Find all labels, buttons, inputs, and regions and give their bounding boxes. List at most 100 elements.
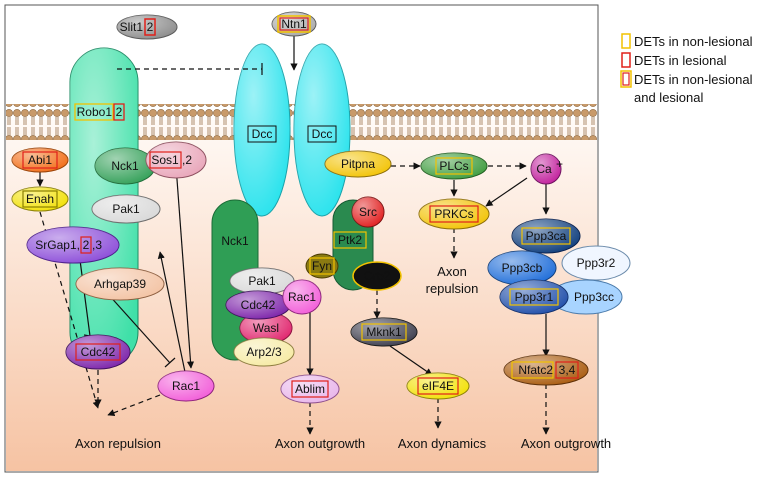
sos-label: Sos1	[151, 153, 179, 167]
ca-node: Ca +	[530, 153, 563, 185]
ntn1-label: Ntn1	[281, 17, 307, 31]
eif4e-node: eIF4E	[406, 372, 470, 400]
ablim-label: Ablim	[295, 382, 325, 396]
ptk2-label: Ptk2	[338, 233, 362, 247]
legend-non-lesional-label: DETs in non-lesional	[634, 34, 753, 49]
slit-isoform: 2	[147, 20, 154, 34]
pitpna-label: Pitpna	[341, 157, 375, 171]
plcs-label: PLCs	[439, 159, 468, 173]
sos-isoform: ,2	[182, 153, 192, 167]
enah-node: Enah	[11, 186, 69, 212]
ca-label: Ca	[536, 162, 552, 176]
cdc42-slit-label: Cdc42	[81, 345, 116, 359]
dcc-left-label: Dcc	[252, 127, 273, 141]
nck1-slit-label: Nck1	[111, 159, 139, 173]
outcome-axon-repulsion-mid-line1: Axon	[437, 264, 467, 279]
abi1-label: Abi1	[28, 153, 52, 167]
src-label: Src	[359, 205, 377, 219]
grb2-node: Grb2	[352, 261, 402, 291]
srgap-isoform-3: ,3	[92, 238, 102, 252]
ppp3cc-label: Ppp3cc	[574, 290, 614, 304]
arp-node: Arp2/3	[233, 337, 295, 367]
abi1-node: Abi1	[11, 147, 69, 173]
ntn1-ligand-node: Ntn1	[271, 11, 317, 37]
pak1-netrin-node: Pak1	[229, 267, 295, 295]
pak1-netrin-label: Pak1	[248, 274, 276, 288]
ca-charge: +	[556, 157, 563, 171]
ptk2-label-group: Ptk2	[333, 231, 367, 249]
plcs-node: PLCs	[420, 152, 488, 180]
mknk1-label: Mknk1	[366, 325, 402, 339]
both-marker-outer	[277, 15, 311, 33]
outcome-axon-outgrowth-mid: Axon outgrowth	[275, 436, 365, 451]
lesional-marker	[144, 18, 156, 36]
prkcs-node: PRKCs	[418, 198, 490, 230]
prkcs-label: PRKCs	[434, 207, 473, 221]
nfatc-node: Nfatc2 3,4	[503, 354, 589, 386]
nfatc-label: Nfatc2	[518, 363, 553, 377]
outcome-axon-repulsion-left: Axon repulsion	[75, 436, 161, 451]
fyn-label: Fyn	[312, 259, 332, 273]
dcc-receptor-left	[233, 43, 291, 217]
mknk1-node: Mknk1	[350, 317, 418, 347]
dcc-right-label-group: Dcc	[307, 125, 337, 143]
nfatc-isoforms: 3,4	[559, 363, 576, 377]
robo-label: Robo1	[77, 105, 113, 119]
arp-label: Arp2/3	[246, 345, 282, 359]
nck1-slit-node: Nck1	[94, 147, 156, 185]
dcc-right-label: Dcc	[312, 127, 333, 141]
srgap-node: SrGap1, 2 ,3	[26, 226, 120, 264]
wasl-node: Wasl	[239, 311, 293, 345]
pathway-edges	[36, 36, 550, 435]
legend-item-both: DETs in non-lesional and lesional	[620, 70, 753, 105]
rac1-netrin-node: Rac1	[282, 279, 322, 315]
grb2-label: Grb2	[364, 269, 391, 283]
pak1-slit-label: Pak1	[112, 202, 140, 216]
slit-label: Slit1	[120, 20, 144, 34]
legend-item-non-lesional: DETs in non-lesional	[621, 33, 753, 49]
fyn-node: Fyn	[305, 253, 339, 279]
pitpna-node: Pitpna	[324, 150, 392, 178]
legend-lesional-label: DETs in lesional	[634, 53, 727, 68]
enah-label: Enah	[26, 192, 54, 206]
dcc-left-label-group: Dcc	[247, 125, 277, 143]
both-marker-inner	[279, 17, 309, 31]
ppp3r2-node: Ppp3r2	[561, 245, 631, 281]
arhgap39-label: Arhgap39	[94, 277, 146, 291]
srgap-isoform-2: 2	[83, 238, 90, 252]
ppp3r2-label: Ppp3r2	[577, 256, 616, 270]
ppp3ca-node: Ppp3ca	[511, 218, 581, 254]
legend-both-label-line2: and lesional	[634, 90, 703, 105]
cdc42-netrin-node: Cdc42	[225, 290, 291, 320]
ablim-node: Ablim	[280, 374, 340, 404]
src-node: Src	[351, 196, 385, 228]
wasl-label: Wasl	[253, 321, 279, 335]
ppp3r1-label: Ppp3r1	[515, 290, 554, 304]
rac1-slit-node: Rac1	[157, 370, 215, 402]
pak1-slit-node: Pak1	[91, 194, 161, 224]
legend: DETs in non-lesional DETs in lesional DE…	[620, 33, 753, 105]
robo-label-group: Robo1 2	[74, 103, 125, 121]
rac1-netrin-label: Rac1	[288, 290, 316, 304]
outcome-axon-repulsion-mid-line2: repulsion	[426, 281, 479, 296]
nck1-netrin-label: Nck1	[221, 234, 249, 248]
legend-item-lesional: DETs in lesional	[621, 52, 727, 68]
arhgap39-node: Arhgap39	[75, 267, 165, 301]
outcome-axon-dynamics: Axon dynamics	[398, 436, 487, 451]
outcome-axon-outgrowth-right: Axon outgrowth	[521, 436, 611, 451]
slit-ligand-node: Slit1 2	[116, 14, 178, 40]
ppp3ca-label: Ppp3ca	[526, 229, 567, 243]
robo-isoform: 2	[116, 105, 123, 119]
ppp3r1-node: Ppp3r1	[499, 279, 569, 315]
srgap-label: SrGap1,	[35, 238, 80, 252]
cdc42-slit-node: Cdc42	[65, 334, 131, 370]
ppp3cb-node: Ppp3cb	[487, 250, 557, 286]
ppp3cb-label: Ppp3cb	[502, 261, 543, 275]
cdc42-netrin-label: Cdc42	[241, 298, 276, 312]
sos-node: Sos1 ,2	[145, 141, 207, 179]
rac1-slit-label: Rac1	[172, 379, 200, 393]
legend-both-label-line1: DETs in non-lesional	[634, 72, 753, 87]
eif4e-label: eIF4E	[422, 379, 454, 393]
